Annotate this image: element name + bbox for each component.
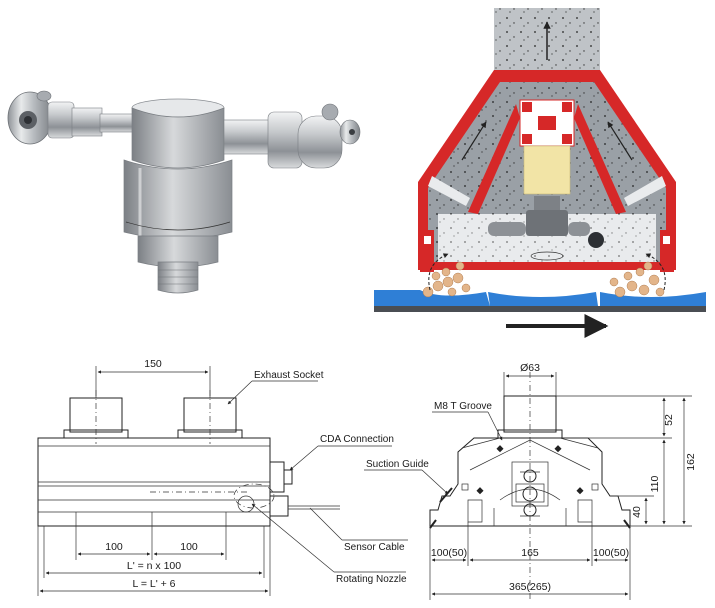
dim-40: 40 [631, 506, 643, 518]
dim-mid: 165 [521, 547, 539, 559]
left-arm [7, 90, 137, 145]
dim-diameter: Ø63 [520, 362, 540, 374]
dim-l: L = L' + 6 [132, 578, 175, 590]
dim-150: 150 [144, 358, 162, 370]
dim-total: 365(265) [509, 581, 551, 593]
callout-suction-guide: Suction Guide [366, 459, 429, 470]
principle-illustration [374, 8, 706, 338]
nozzle-photo [7, 90, 361, 294]
right-arm [223, 103, 361, 169]
dim-left: 100(50) [431, 547, 467, 559]
callout-rotating-nozzle: Rotating Nozzle [336, 574, 407, 585]
end-view-drawing: Ø63 52 162 110 40 100(50) 165 100(50) 36… [364, 362, 697, 600]
dim-right: 100(50) [593, 547, 629, 559]
callout-cda-connection: CDA Connection [320, 434, 394, 445]
surface [374, 290, 490, 306]
dim-100-b: 100 [180, 541, 198, 553]
side-view-drawing: 150 100 100 L' = n x 100 L = L' + 6 Exha… [37, 358, 408, 596]
dim-52: 52 [663, 414, 675, 426]
dim-l-prime: L' = n x 100 [127, 560, 181, 572]
dim-162: 162 [685, 453, 697, 471]
center-body [123, 98, 233, 294]
particles [422, 261, 665, 298]
callout-sensor-cable: Sensor Cable [344, 542, 405, 553]
dim-110: 110 [649, 475, 661, 492]
callout-m8-t-groove: M8 T Groove [434, 401, 492, 412]
callout-exhaust-socket: Exhaust Socket [254, 370, 324, 381]
sensor-block [523, 145, 571, 195]
dim-100-a: 100 [105, 541, 123, 553]
